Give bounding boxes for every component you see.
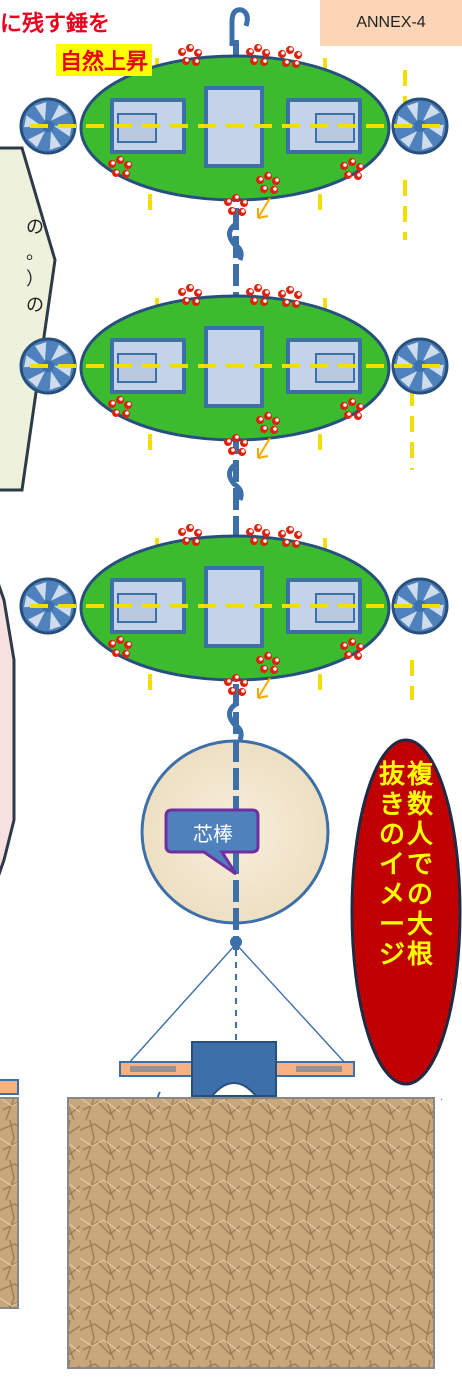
down-arrow-icon: [257, 197, 271, 219]
callout-fragment: の: [26, 217, 44, 238]
down-arrow-icon: [257, 437, 271, 459]
core-label-box: [164, 808, 260, 876]
sling-left: [127, 943, 237, 1065]
left-callout-panel: [0, 146, 57, 492]
oval-caption-char: 人: [407, 820, 434, 850]
sling-right: [235, 943, 347, 1065]
hook-icon: [227, 701, 244, 741]
oval-caption-char: の: [378, 820, 405, 850]
panel-right: [286, 338, 362, 394]
oval-caption-char: き: [378, 790, 405, 820]
oval-caption-char: 数: [407, 790, 434, 820]
core-label: 芯棒: [193, 821, 233, 846]
oval-caption-column-2: 抜きのイメージ: [379, 760, 405, 1060]
oval-caption: 複数人での大根 抜きのイメージ: [360, 760, 452, 1060]
callout-fragment: の: [26, 295, 44, 316]
oval-caption-char: ー: [378, 910, 405, 940]
title-line-1: に残す錘を: [0, 12, 111, 37]
left-base-bar: [0, 1079, 19, 1095]
annex-label: ANNEX-4: [320, 0, 462, 46]
callout-fragment: 。: [26, 243, 44, 264]
down-arrow-icon: [257, 677, 271, 699]
oval-caption-char: 根: [407, 940, 434, 970]
oval-caption-char: で: [407, 850, 434, 880]
oval-caption-char: メ: [378, 880, 405, 910]
svg-text:.: .: [440, 1092, 443, 1103]
oval-caption-column-1: 複数人での大根: [407, 760, 433, 1060]
title-line-2: 自然上昇: [56, 44, 153, 76]
caption-oval: [350, 738, 462, 1086]
oval-caption-char: の: [407, 880, 434, 910]
left-paper-panel: [0, 1097, 19, 1309]
top-hook-icon: [229, 7, 250, 46]
rope-knot: [230, 936, 242, 948]
hook-icon: [227, 221, 244, 261]
base-clamp: [191, 1041, 277, 1097]
oval-caption-char: イ: [378, 850, 405, 880]
airship-unit: [19, 44, 449, 261]
oval-caption-char: 複: [407, 760, 434, 790]
oval-caption-char: 抜: [378, 760, 405, 790]
hook-icon: [227, 461, 244, 501]
paper-panel: [67, 1097, 435, 1369]
callout-fragment: ）: [26, 269, 44, 290]
airship-unit: [19, 284, 449, 501]
left-callout-text: の 。 ） の: [0, 215, 44, 319]
airship-unit: [19, 524, 449, 741]
left-pink-panel: [0, 584, 16, 876]
oval-caption-char: 大: [407, 910, 434, 940]
oval-caption-char: ジ: [378, 940, 405, 970]
